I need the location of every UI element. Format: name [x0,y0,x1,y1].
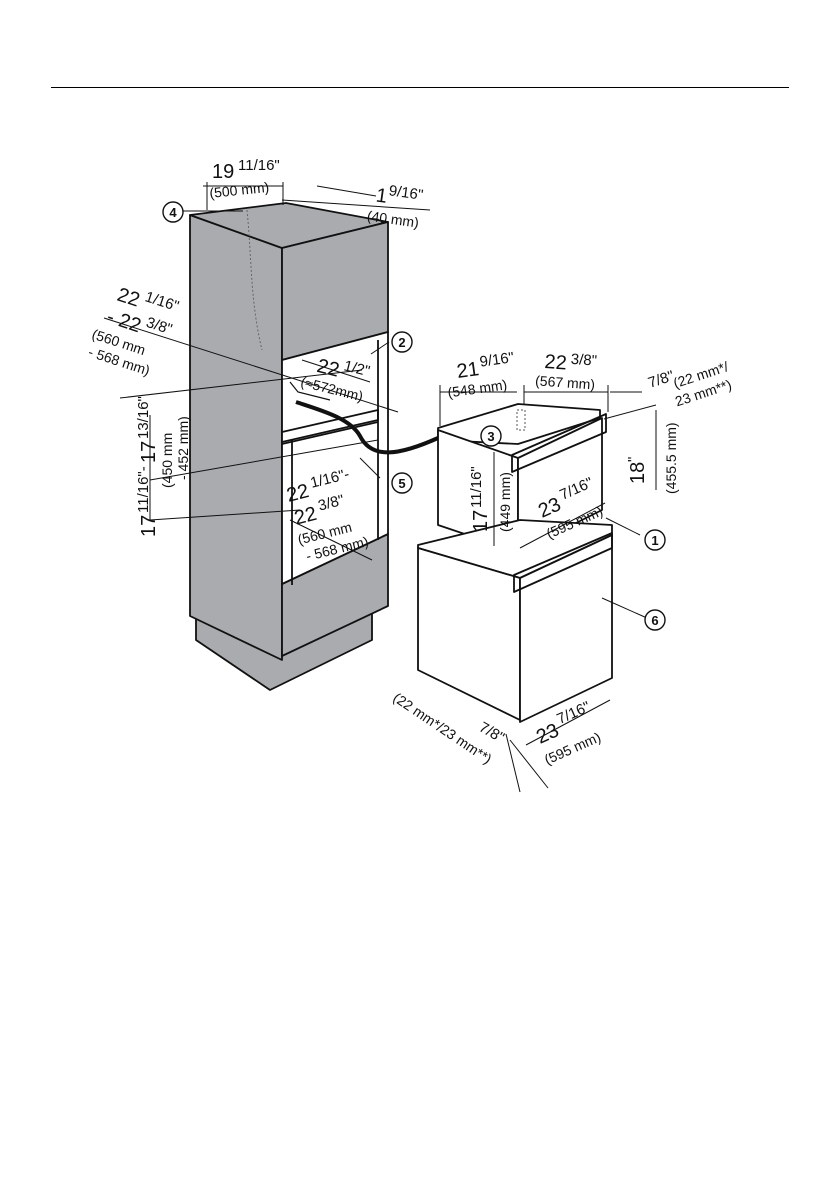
dim-top-gap: 1 9/16" (40 mm) [366,182,425,230]
dimension-lines [103,182,657,793]
svg-text:23: 23 [533,719,562,748]
svg-text:17: 17 [470,510,492,532]
dim-device-inner-height: 17 11/16" [468,466,492,532]
svg-text:3: 3 [487,429,494,444]
svg-text:4: 4 [169,205,177,220]
svg-text:3/8": 3/8" [316,492,346,515]
callout-1: 1 [644,529,666,551]
callout-4: 4 [162,201,184,223]
cable-hidden-path [246,209,263,351]
svg-text:19: 19 [212,161,234,183]
tall-cabinet [189,202,389,691]
cabinet-side-panel [189,214,283,661]
oven-side [417,547,521,721]
svg-text:(455.5 mm): (455.5 mm) [663,422,679,494]
callouts: 1 2 3 4 5 6 [162,201,666,631]
dim-device-depth: 21 9/16" (548 mm) [447,349,516,400]
callout-3: 3 [480,425,502,447]
svg-text:1: 1 [375,185,389,208]
svg-text:9/16": 9/16" [479,349,516,371]
connection-cable [295,400,439,455]
svg-text:11/16": 11/16" [238,157,280,174]
svg-text:22: 22 [544,351,568,374]
svg-text:11/16": 11/16" [468,466,485,508]
svg-text:21: 21 [455,358,480,383]
svg-text:(40 mm): (40 mm) [366,207,420,230]
svg-text:- 452 mm): - 452 mm) [175,416,191,480]
dim-device-height-mm: (455.5 mm) [663,422,679,494]
dim-device-inner-height-mm: (449 mm) [497,472,513,532]
dim-device-height: 18 " [625,457,649,484]
svg-text:6: 6 [651,613,658,628]
svg-text:1/16": 1/16" [143,288,181,315]
svg-text:3/8": 3/8" [570,351,597,370]
appliance-top-connector [516,409,526,431]
dim-device-depth-2: 22 3/8" (567 mm) [535,351,598,393]
svg-text:3/8": 3/8" [144,314,174,338]
dim-niche-height-mm: (450 mm - 452 mm) [159,416,191,488]
oven-front [519,534,613,723]
oven-front-trim [513,532,613,593]
appliance-front-bezel [511,413,607,473]
dim-left-depth: 22 1/16" - 22 3/8" (560 mm - 568 mm) [86,284,181,379]
callout-2: 2 [391,331,413,353]
svg-text:22: 22 [292,503,319,530]
svg-text:17: 17 [138,515,160,537]
svg-text:22: 22 [315,355,342,382]
svg-text:1: 1 [651,533,658,548]
callout-5: 5 [391,472,413,494]
oven-cabinet [417,519,613,723]
dim-top-width: 19 11/16" (500 mm) [209,157,280,201]
svg-text:(450 mm: (450 mm [159,433,175,488]
svg-text:17: 17 [138,441,160,463]
svg-text:18: 18 [627,462,649,484]
svg-text:(548 mm): (548 mm) [447,376,509,400]
svg-text:9/16": 9/16" [388,182,425,204]
dim-niche-height: 17 11/16"- 17 13/16" [135,396,160,537]
svg-text:1/2": 1/2" [342,357,372,380]
svg-text:": " [625,457,642,462]
svg-text:22: 22 [284,480,311,507]
svg-text:5: 5 [398,476,405,491]
svg-text:7/8": 7/8" [476,719,507,747]
svg-text:13/16": 13/16" [135,396,152,439]
svg-text:(500 mm): (500 mm) [209,179,270,201]
callout-6: 6 [644,609,666,631]
svg-text:11/16"-: 11/16"- [135,466,152,513]
svg-text:(449 mm): (449 mm) [497,472,513,532]
svg-text:(567 mm): (567 mm) [535,372,596,392]
dim-oven-front-frac: 7/8" [476,719,507,747]
header-rule [51,87,789,88]
svg-text:2: 2 [398,335,405,350]
dim-front-thickness: 7/8" (22 mm*/ 23 mm**) [646,358,734,409]
